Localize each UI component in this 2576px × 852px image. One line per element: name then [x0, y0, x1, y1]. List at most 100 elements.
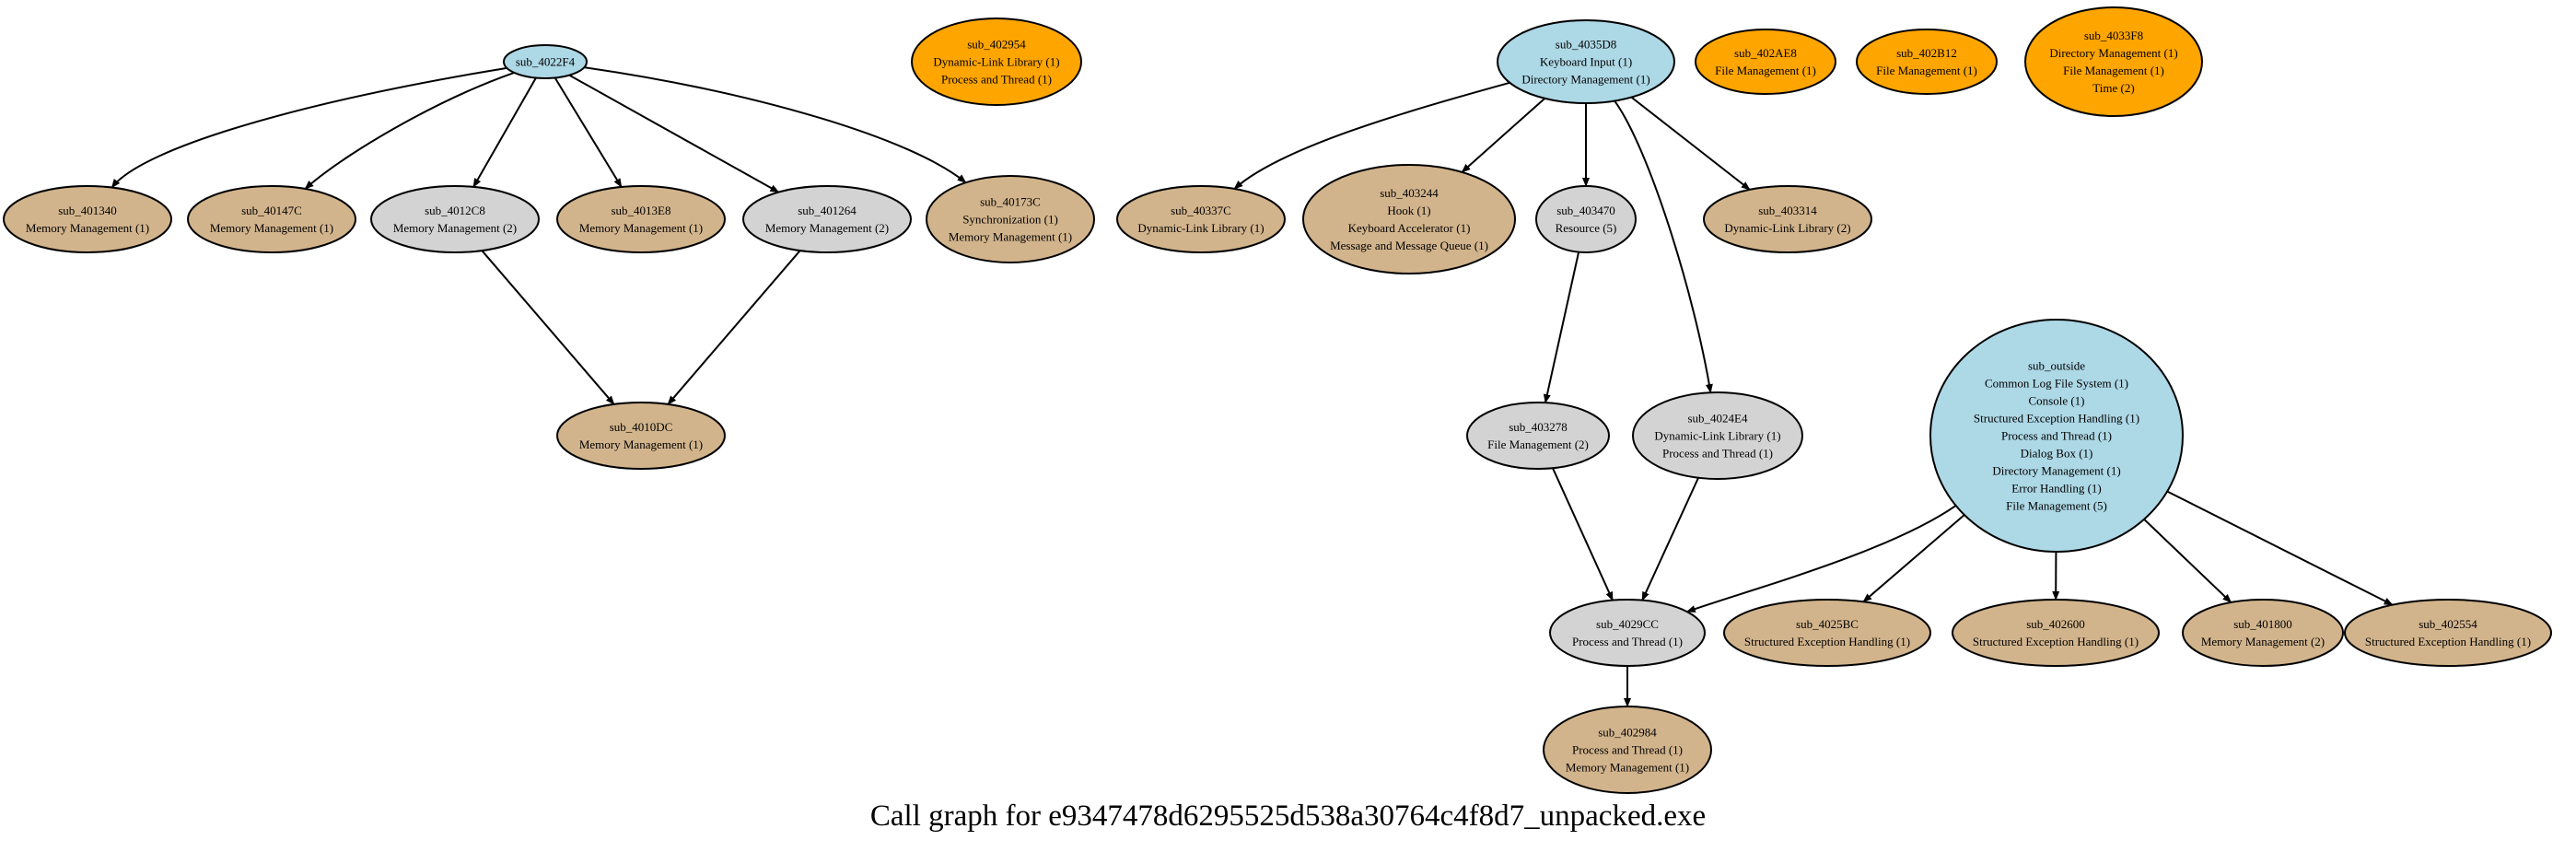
edge-sub_4022F4-to-sub_401340 [111, 66, 507, 189]
edge-sub_403278-to-sub_4029CC [1552, 467, 1614, 601]
node-sub_40173C[interactable]: sub_40173C Synchronization (1) Memory Mana… [926, 175, 1095, 263]
node-api-category: Dialog Box (1) [2021, 447, 2093, 461]
node-api-category: Dynamic-Link Library (2) [1724, 221, 1850, 235]
graph-caption: Call graph for e9347478d6295525d538a3076… [869, 799, 1707, 833]
node-api-category: Keyboard Input (1) [1540, 55, 1632, 69]
node-api-category: Process and Thread (1) [1572, 743, 1683, 757]
edge-sub_403470-to-sub_403278 [1543, 251, 1580, 404]
node-ellipse [187, 185, 356, 253]
edge-sub_4035D8-to-sub_40337C [1233, 81, 1510, 190]
node-sub_40147C[interactable]: sub_40147C Memory Management (1) [187, 185, 356, 253]
edges [111, 66, 2394, 707]
node-api-category: Memory Management (2) [393, 221, 517, 235]
node-title: sub_402AE8 [1734, 46, 1797, 60]
node-title: sub_4035D8 [1556, 38, 1616, 52]
edge-sub_outside-to-sub_402554 [2166, 490, 2394, 606]
node-ellipse [1302, 164, 1516, 274]
node-ellipse [1695, 29, 1836, 95]
node-title: sub_40337C [1171, 204, 1231, 217]
edge-sub_4022F4-to-sub_4012C8 [472, 77, 537, 188]
node-title: sub_403278 [1509, 420, 1568, 434]
edge-sub_outside-to-sub_4029CC [1685, 505, 1957, 613]
node-ellipse [911, 18, 1082, 106]
edge-sub_4022F4-to-sub_40147C [304, 71, 515, 190]
node-ellipse [556, 185, 726, 253]
node-title: sub_4010DC [610, 420, 673, 434]
node-api-category: File Management (5) [2006, 499, 2107, 513]
node-sub_4022F4[interactable]: sub_4022F4 [503, 44, 588, 79]
node-title: sub_40173C [980, 195, 1041, 209]
node-api-category: Directory Management (1) [2049, 46, 2177, 60]
node-title: sub_outside [2028, 359, 2085, 373]
node-title: sub_402600 [2026, 617, 2085, 631]
node-title: sub_4022F4 [516, 55, 576, 69]
node-sub_40337C[interactable]: sub_40337C Dynamic-Link Library (1) [1116, 185, 1286, 253]
node-api-category: Time (2) [2092, 81, 2134, 95]
node-title: sub_402984 [1598, 726, 1657, 740]
node-api-category: Memory Management (1) [210, 221, 333, 235]
node-title: sub_401340 [58, 204, 117, 217]
node-api-category: Structured Exception Handling (1) [1974, 412, 2139, 426]
node-title: sub_403244 [1380, 186, 1439, 200]
node-title: sub_4025BC [1796, 617, 1859, 631]
edge-sub_4012C8-to-sub_4010DC [481, 250, 615, 405]
node-title: sub_402B12 [1896, 46, 1957, 60]
node-title: sub_402554 [2419, 617, 2477, 631]
node-api-category: Directory Management (1) [1521, 73, 1649, 87]
node-ellipse [3, 185, 172, 253]
node-api-category: File Management (1) [2063, 64, 2164, 77]
node-ellipse [1535, 185, 1637, 253]
node-api-category: Synchronization (1) [962, 213, 1058, 227]
node-api-category: Error Handling (1) [2011, 482, 2101, 496]
node-api-category: Resource (5) [1556, 221, 1617, 235]
node-title: sub_4033F8 [2084, 29, 2143, 42]
node-api-category: Memory Management (1) [579, 221, 703, 235]
node-api-category: Process and Thread (1) [1572, 635, 1683, 648]
node-api-category: Dynamic-Link Library (1) [1137, 221, 1264, 235]
node-ellipse [1466, 402, 1610, 470]
node-api-category: Memory Management (1) [1566, 761, 1689, 775]
node-ellipse [2344, 599, 2552, 667]
node-api-category: Keyboard Accelerator (1) [1348, 221, 1471, 235]
node-api-category: Common Log File System (1) [1985, 377, 2128, 391]
node-api-category: File Management (1) [1715, 64, 1816, 77]
node-api-category: File Management (1) [1876, 64, 1977, 77]
node-api-category: Dynamic-Link Library (1) [933, 55, 1059, 69]
node-api-category: Dynamic-Link Library (1) [1654, 429, 1780, 443]
node-api-category: Memory Management (1) [949, 230, 1072, 244]
edge-sub_4022F4-to-sub_401264 [568, 74, 780, 193]
edge-sub_4035D8-to-sub_403244 [1461, 98, 1545, 173]
node-ellipse [370, 185, 540, 253]
node-ellipse [1929, 319, 2184, 553]
node-ellipse [1723, 599, 1931, 667]
node-ellipse [1543, 706, 1712, 794]
node-api-category: Structured Exception Handling (1) [1973, 635, 2139, 648]
node-ellipse [556, 402, 726, 470]
node-ellipse [1116, 185, 1286, 253]
node-title: sub_40147C [241, 204, 302, 217]
